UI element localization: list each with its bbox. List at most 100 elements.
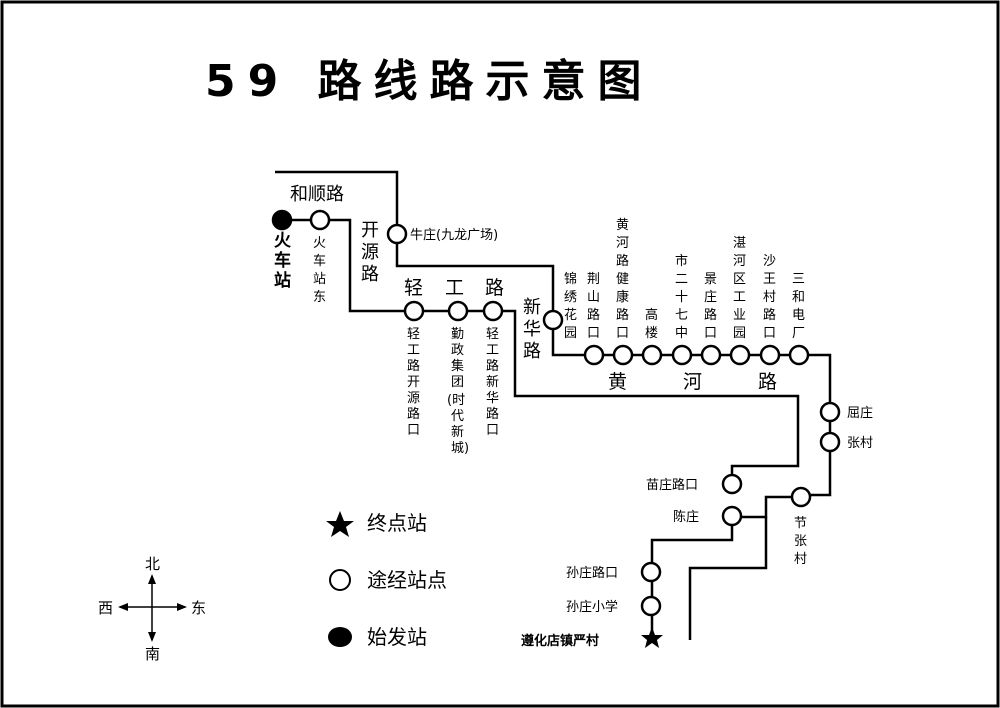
stop-qinggong-kaiyuan[interactable] (403, 300, 425, 322)
svg-text:路: 路 (486, 406, 499, 422)
svg-text:(时: (时 (447, 393, 465, 408)
svg-text:口: 口 (763, 326, 776, 341)
svg-text:三: 三 (792, 272, 805, 287)
stop-sanhe[interactable] (788, 344, 810, 366)
svg-text:集: 集 (451, 358, 464, 374)
svg-text:勤: 勤 (451, 327, 464, 342)
legend-terminal-label: 终点站 (367, 511, 427, 535)
stop-sunzhuang-lukou[interactable] (640, 561, 662, 583)
label-jingzhuang: 景 庄 路 口 (704, 272, 717, 341)
svg-text:路: 路 (616, 253, 629, 269)
svg-text:十: 十 (675, 290, 688, 305)
svg-text:团: 团 (451, 375, 464, 390)
label-sunzhuang-xiaoxue: 孙庄小学 (566, 599, 618, 615)
route-qinggong (282, 218, 800, 482)
stop-zhangcun[interactable] (819, 431, 841, 453)
stop-shi27[interactable] (671, 344, 693, 366)
stop-jingshan[interactable] (583, 344, 605, 366)
label-qinggong-kaiyuan: 轻 工 路 开 源 路 口 (407, 327, 420, 438)
svg-text:开: 开 (361, 220, 379, 241)
label-jingshan: 荆 山 路 口 (587, 271, 600, 341)
svg-text:锦: 锦 (564, 272, 577, 287)
legend-circle-icon (329, 569, 351, 591)
legend-star-icon (326, 511, 354, 537)
stop-jinxiu[interactable] (542, 309, 564, 331)
svg-text:业: 业 (733, 308, 746, 323)
stop-start[interactable] (271, 209, 293, 231)
stop-quzhuang[interactable] (819, 401, 841, 423)
svg-text:政: 政 (451, 343, 464, 358)
stop-chenzhuang[interactable] (721, 505, 743, 527)
svg-text:河: 河 (733, 254, 746, 269)
svg-text:华: 华 (523, 319, 541, 340)
svg-text:节: 节 (794, 516, 807, 531)
compass-south-arrow-icon (148, 632, 156, 642)
svg-text:轻: 轻 (404, 277, 423, 299)
label-jinxiu: 锦 绣 花 园 (564, 272, 577, 341)
stop-gaolou[interactable] (641, 344, 663, 366)
svg-text:火: 火 (274, 231, 292, 251)
legend-start-label: 始发站 (367, 625, 427, 649)
route-huanghe (551, 330, 832, 497)
svg-text:绣: 绣 (564, 290, 577, 305)
svg-text:二: 二 (675, 272, 688, 287)
stop-zhanhe[interactable] (729, 344, 751, 366)
stop-jingzhuang[interactable] (700, 344, 722, 366)
svg-text:市: 市 (675, 253, 688, 269)
svg-text:路: 路 (763, 307, 776, 323)
svg-text:和: 和 (792, 290, 805, 305)
svg-text:城): 城) (451, 441, 469, 456)
legend-stop-label: 途经站点 (367, 568, 447, 592)
stop-qinggong-xinhua[interactable] (482, 300, 504, 322)
compass-north-arrow-icon (148, 574, 156, 584)
svg-text:源: 源 (407, 391, 420, 406)
label-start: 火 车 站 (274, 231, 292, 291)
label-huochezhan-dong: 火 车 站 东 (313, 236, 326, 305)
svg-text:路: 路 (704, 307, 717, 323)
svg-text:河: 河 (683, 371, 702, 393)
svg-text:路: 路 (587, 307, 600, 323)
stop-miaozhuang[interactable] (721, 473, 743, 495)
label-niuzhuang: 牛庄(九龙广场) (410, 227, 498, 243)
legend-filled-icon (328, 627, 352, 647)
stop-qinzheng[interactable] (447, 300, 469, 322)
svg-text:村: 村 (794, 552, 807, 567)
svg-text:工: 工 (407, 343, 420, 358)
stop-huanghe-jiankang[interactable] (612, 344, 634, 366)
road-xinhua: 新 华 路 (523, 297, 541, 362)
label-jiezhang: 节 张 村 (794, 516, 807, 567)
svg-text:口: 口 (407, 423, 420, 438)
svg-text:火: 火 (313, 236, 326, 251)
stop-sunzhuang-xiaoxue[interactable] (640, 595, 662, 617)
svg-text:七: 七 (675, 308, 688, 323)
stop-jiezhang[interactable] (790, 486, 812, 508)
svg-text:新: 新 (451, 424, 464, 440)
svg-text:源: 源 (361, 242, 379, 263)
svg-text:路: 路 (407, 406, 420, 422)
legend: 终点站 途经站点 始发站 (326, 511, 447, 649)
svg-text:路: 路 (616, 307, 629, 323)
stop-shawang[interactable] (759, 344, 781, 366)
svg-text:楼: 楼 (645, 326, 658, 341)
svg-text:中: 中 (675, 326, 688, 341)
svg-text:工: 工 (733, 290, 746, 305)
label-sunzhuang-lukou: 孙庄路口 (566, 565, 618, 581)
label-huanghe-jiankang: 黄 河 路 健 康 路 口 (616, 218, 629, 341)
label-quzhuang: 屈庄 (847, 405, 873, 421)
svg-text:口: 口 (704, 326, 717, 341)
terminal-star-icon[interactable] (641, 627, 663, 648)
stop-niuzhuang[interactable] (386, 223, 408, 245)
svg-text:康: 康 (616, 289, 629, 305)
svg-text:新: 新 (486, 374, 499, 390)
svg-text:电: 电 (792, 308, 805, 323)
svg-text:路: 路 (758, 371, 777, 393)
compass-south-label: 南 (145, 645, 160, 663)
stop-huochezhan-dong[interactable] (309, 209, 331, 231)
svg-text:轻: 轻 (486, 327, 499, 342)
svg-text:华: 华 (486, 391, 499, 406)
svg-text:车: 车 (274, 250, 291, 271)
svg-text:开: 开 (407, 375, 420, 390)
svg-text:代: 代 (451, 409, 464, 424)
